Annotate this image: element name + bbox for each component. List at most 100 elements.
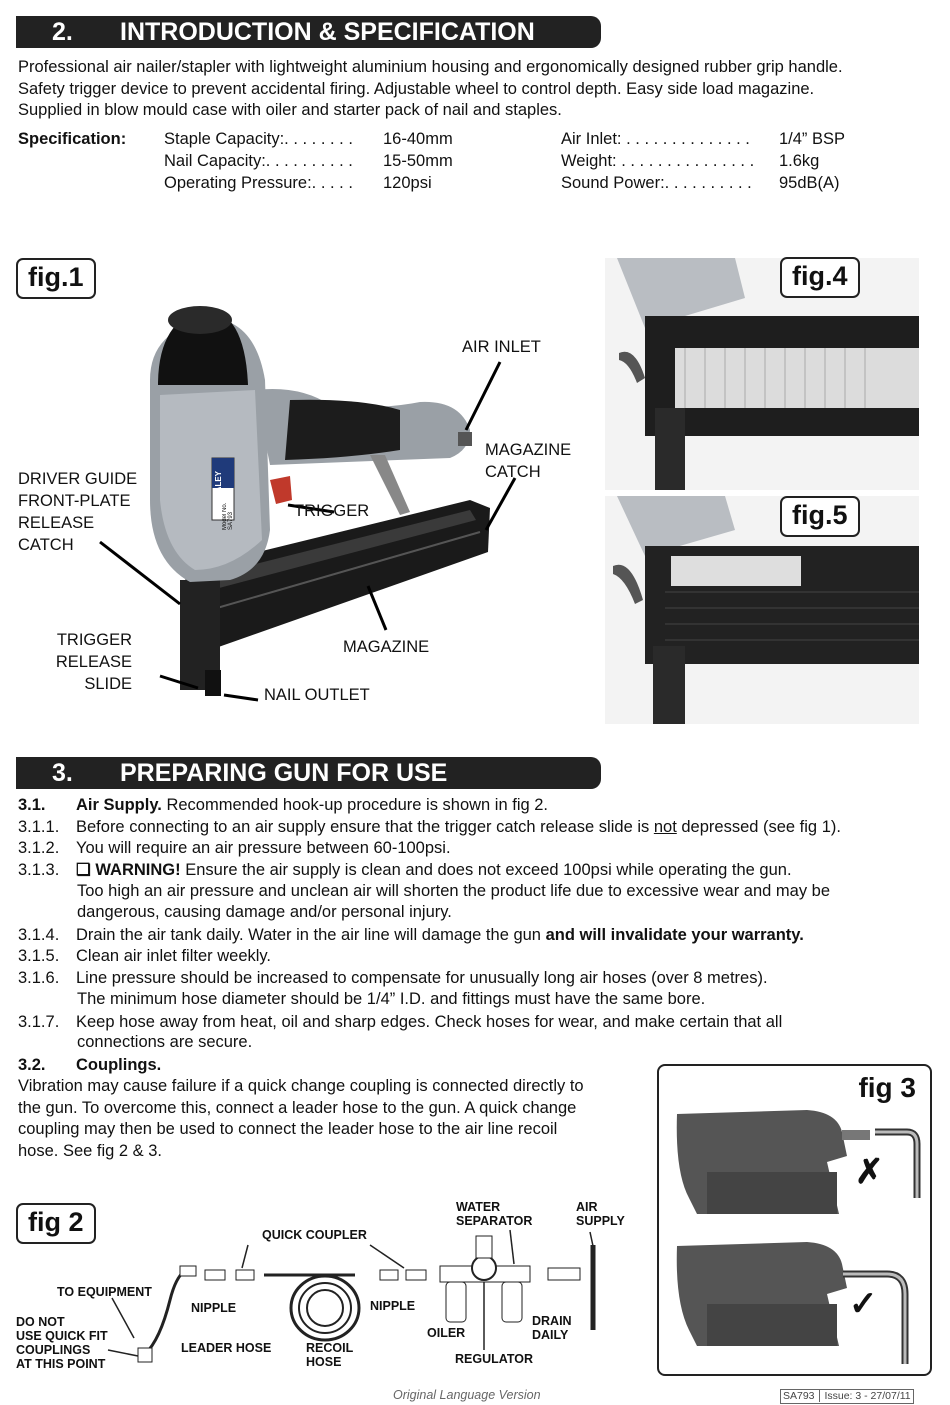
section-number: 3. <box>52 759 73 787</box>
step-3-1: 3.1. Air Supply. Recommended hook-up proc… <box>18 795 548 817</box>
fig2-nipple-right: NIPPLE <box>370 1299 416 1313</box>
warning-icon: ❏ <box>76 861 91 879</box>
fig4-photo <box>605 258 919 490</box>
fig2-to-equipment: TO EQUIPMENT <box>57 1285 152 1299</box>
section-title: PREPARING GUN FOR USE <box>120 759 448 787</box>
spec-weight-label: Weight: . . . . . . . . . . . . . . . <box>561 152 755 170</box>
step-text: Recommended hook-up procedure is shown i… <box>161 796 549 814</box>
spec-nail-label: Nail Capacity:. . . . . . . . . . <box>164 152 353 170</box>
callout-line: RELEASE <box>55 653 132 671</box>
section-3-header: 3. PREPARING GUN FOR USE <box>16 757 601 789</box>
fig2-label-line: HOSE <box>306 1355 342 1369</box>
callout-magazine: MAGAZINE <box>343 638 430 656</box>
fig1-label: fig.1 <box>16 258 96 299</box>
fig2-label-line: DRAIN <box>532 1314 572 1328</box>
warning-label: WARNING! <box>95 861 181 879</box>
step-text: Before connecting to an air supply ensur… <box>76 818 654 836</box>
callout-magazine-catch: MAGAZINE CATCH <box>485 439 571 483</box>
couplings-line: Vibration may cause failure if a quick c… <box>18 1077 584 1095</box>
fig2-note-line: COUPLINGS <box>16 1343 91 1357</box>
step-text: Ensure the air supply is clean and does … <box>180 861 792 879</box>
fig2-note-line: AT THIS POINT <box>16 1357 106 1371</box>
fig2-label-line: SEPARATOR <box>456 1214 533 1228</box>
spec-label: Specification: <box>18 130 127 148</box>
step-3-2: 3.2. Couplings. <box>18 1055 161 1077</box>
intro-paragraph: Professional air nailer/stapler with lig… <box>18 57 843 122</box>
step-emphasis: not <box>653 818 677 836</box>
cross-icon: ✗ <box>855 1153 884 1191</box>
couplings-paragraph: Vibration may cause failure if a quick c… <box>18 1076 650 1162</box>
step-number: 3.1. <box>18 796 46 814</box>
step-number: 3.1.3. <box>18 861 60 879</box>
couplings-line: the gun. To overcome this, connect a lea… <box>18 1098 577 1117</box>
step-number: 3.1.5. <box>18 947 60 965</box>
fig2-diagram <box>107 1229 596 1363</box>
spec-pressure-value: 120psi <box>383 174 432 192</box>
intro-line: Supplied in blow mould case with oiler a… <box>18 101 562 119</box>
callout-nail-outlet: NAIL OUTLET <box>264 686 370 704</box>
step-number: 3.1.1. <box>18 818 60 836</box>
fig2-nipple-left: NIPPLE <box>191 1301 237 1315</box>
spec-sound-value: 95dB(A) <box>779 174 840 192</box>
fig2-air-supply: AIR SUPPLY <box>576 1200 625 1228</box>
fig3-box: fig 3 ✗ ✓ <box>657 1064 932 1376</box>
step-3-1-1: 3.1.1. Before connecting to an air supply… <box>18 817 841 839</box>
nail-gun-illustration <box>99 306 517 702</box>
callout-line: CATCH <box>485 463 541 481</box>
step-text: Drain the air tank daily. Water in the a… <box>76 926 546 944</box>
callout-line: SLIDE <box>84 675 132 693</box>
footer-language: Original Language Version <box>393 1388 541 1402</box>
step-continuation: dangerous, causing damage and/or persona… <box>77 903 452 921</box>
spec-staple-label: Staple Capacity:. . . . . . . . <box>164 130 353 148</box>
fig2-recoil-hose: RECOIL HOSE <box>306 1341 353 1369</box>
tick-icon: ✓ <box>849 1285 878 1323</box>
model-text: Model No. SA793 <box>222 502 234 530</box>
spec-nail-value: 15-50mm <box>383 152 453 170</box>
step-heading: Couplings. <box>76 1056 162 1074</box>
callout-line: TRIGGER <box>56 631 132 649</box>
step-number: 3.1.7. <box>18 1013 60 1031</box>
warranty-warning: and will invalidate your warranty. <box>545 926 804 944</box>
callout-line: DRIVER GUIDE <box>18 470 138 488</box>
fig2-label-line: WATER <box>456 1200 501 1214</box>
intro-line: Safety trigger device to prevent acciden… <box>18 79 815 98</box>
callout-line: RELEASE <box>18 514 95 532</box>
callout-line: FRONT-PLATE <box>18 492 131 510</box>
step-text: Clean air inlet filter weekly. <box>76 947 272 965</box>
step-continuation: Too high an air pressure and unclean air… <box>77 882 831 900</box>
step-3-1-7: 3.1.7.Keep hose away from heat, oil and … <box>18 1012 782 1034</box>
fig2-label: fig 2 <box>16 1203 96 1244</box>
section-number: 2. <box>52 18 73 46</box>
spec-pressure-label: Operating Pressure:. . . . . <box>164 174 353 192</box>
fig2-label-line: SUPPLY <box>576 1214 625 1228</box>
step-number: 3.1.4. <box>18 926 60 944</box>
step-continuation: connections are secure. <box>77 1033 253 1051</box>
intro-line: Professional air nailer/stapler with lig… <box>18 58 843 76</box>
spec-weight-value: 1.6kg <box>779 152 820 170</box>
step-number: 3.2. <box>18 1056 46 1074</box>
fig2-drain-daily: DRAIN DAILY <box>532 1314 572 1342</box>
step-number: 3.1.6. <box>18 969 60 987</box>
fig2-note-line: USE QUICK FIT <box>16 1329 108 1343</box>
fig2-label-line: RECOIL <box>306 1341 354 1355</box>
footer-model: SA793 <box>783 1390 815 1402</box>
step-3-1-4: 3.1.4. Drain the air tank daily. Water in… <box>18 925 804 947</box>
step-heading: Air Supply. <box>76 796 162 814</box>
fig2-quick-coupler: QUICK COUPLER <box>262 1228 367 1242</box>
fig2-note-line: DO NOT <box>16 1315 65 1329</box>
footer-issue: Issue: 3 - 27/07/11 <box>819 1390 911 1402</box>
spec-air-inlet-label: Air Inlet: . . . . . . . . . . . . . . <box>561 130 750 148</box>
couplings-line: coupling may then be used to connect the… <box>18 1120 558 1138</box>
callout-driver-guide: DRIVER GUIDE FRONT-PLATE RELEASE CATCH <box>18 468 137 556</box>
couplings-line: hose. See fig 2 & 3. <box>18 1141 163 1160</box>
fig2-water-separator: WATER SEPARATOR <box>456 1200 532 1228</box>
spec-sound-label: Sound Power:. . . . . . . . . . <box>561 174 752 192</box>
fig5-photo <box>605 496 919 724</box>
step-text: You will require an air pressure between… <box>76 839 451 857</box>
fig2-oiler: OILER <box>427 1326 466 1340</box>
callout-line: MAGAZINE <box>485 441 572 459</box>
section-2-header: 2. INTRODUCTION & SPECIFICATION <box>16 16 601 48</box>
step-number: 3.1.2. <box>18 839 60 857</box>
fig2-label-line: DAILY <box>532 1328 569 1342</box>
callout-line: CATCH <box>18 536 74 554</box>
